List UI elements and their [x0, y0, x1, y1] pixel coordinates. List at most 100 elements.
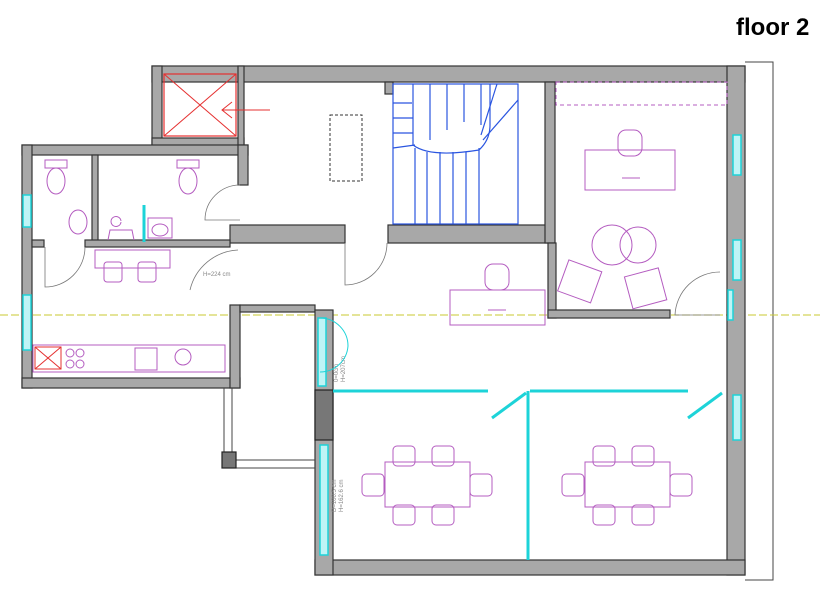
- door-swing-hall: [189, 249, 239, 291]
- window-left-lower: [22, 294, 32, 351]
- dishwasher: [134, 347, 158, 371]
- window-top-office: [727, 289, 734, 321]
- wall-wing-right-upper: [237, 144, 249, 186]
- glass-door-right: [687, 391, 723, 420]
- toilet-bowl-2: [178, 167, 198, 195]
- washbasin: [107, 216, 135, 241]
- round-table-2: [619, 226, 657, 264]
- window-left-upper: [22, 194, 32, 228]
- staircase: [392, 83, 519, 225]
- armchair-2: [623, 267, 668, 310]
- stove-burner: [65, 348, 75, 358]
- glass-door-left: [491, 391, 527, 420]
- wall-link: [239, 304, 316, 313]
- round-table-1: [591, 224, 633, 266]
- office-shelf: [555, 81, 728, 106]
- balcony-rail-inner: [231, 388, 315, 461]
- chair: [392, 504, 416, 526]
- elevator-arrowhead-icon: [221, 101, 233, 119]
- chair: [669, 473, 693, 497]
- chair: [361, 473, 385, 497]
- hall-furniture: [94, 249, 171, 283]
- office-chair: [617, 129, 643, 157]
- door-swing-corridor: [344, 242, 388, 286]
- meeting-table-right: [561, 445, 693, 526]
- wall-office-left: [547, 242, 557, 319]
- office-desk: [584, 149, 676, 191]
- wall-bath-bottom-left: [31, 239, 45, 248]
- window-sill-label-bottom: D=100.5 cm: [332, 479, 338, 512]
- sink-1: [68, 209, 88, 235]
- chair: [592, 445, 616, 467]
- chair: [431, 445, 455, 467]
- wall-wing-bottom: [21, 377, 241, 389]
- chair: [469, 473, 493, 497]
- kitchen-counter: [32, 344, 226, 373]
- window-height-label-bottom: H=162.6 cm: [339, 479, 345, 512]
- bathroom-fixtures: [44, 159, 200, 241]
- window-right-3: [732, 394, 742, 441]
- structural-block: [314, 389, 334, 441]
- sink-unit-cross: [34, 346, 62, 370]
- floor-opening: [329, 114, 363, 182]
- chair: [631, 504, 655, 526]
- meeting-table-left: [361, 445, 493, 526]
- door-height-label: H=224 cm: [203, 272, 231, 278]
- wall-bottom: [314, 559, 746, 576]
- wall-elevator-left: [151, 65, 163, 147]
- wall-stair-right: [544, 81, 556, 244]
- elevator-cross-2: [163, 73, 237, 137]
- door-swing-office: [674, 271, 721, 316]
- elevator-shaft: [163, 73, 270, 137]
- conference-table: [384, 461, 471, 508]
- window-middle-lower: [319, 444, 329, 556]
- dimension-labels: H=224 cm 0=0cm H=207cm D=100.5 cm H=162.…: [203, 272, 347, 512]
- window-right-2: [732, 239, 742, 281]
- stove-burner: [75, 348, 85, 358]
- window-middle-upper: [317, 317, 327, 387]
- kitchen: [32, 344, 226, 373]
- hall-bench: [94, 249, 171, 269]
- reception-desk: [449, 263, 546, 326]
- property-boundary: [745, 61, 774, 581]
- window-height-label-top: H=207cm: [341, 356, 347, 382]
- elevator-box: [163, 73, 237, 137]
- wall-wing-right-lower: [229, 304, 241, 389]
- washing-machine: [174, 348, 192, 366]
- wall-office-bottom: [547, 309, 671, 319]
- wall-wing-top: [21, 144, 249, 156]
- doors: [44, 184, 721, 373]
- walls: [21, 65, 746, 576]
- chair: [631, 445, 655, 467]
- wall-bath-divider: [91, 154, 99, 244]
- toilet-tank-2: [176, 159, 200, 169]
- stair-outline: [392, 83, 519, 225]
- wall-bath-bottom: [84, 239, 231, 248]
- hall-chair-1: [103, 261, 123, 283]
- window-sill-label-top: 0=0cm: [334, 364, 340, 382]
- windows: [22, 134, 742, 556]
- sink-unit: [34, 346, 62, 370]
- stair-step: [480, 83, 498, 136]
- stove-burner: [75, 359, 85, 369]
- door-swing-bath: [204, 184, 241, 221]
- balcony-rail: [223, 388, 315, 469]
- door-swing-kitchen: [44, 246, 86, 288]
- chair: [592, 504, 616, 526]
- stair-step: [482, 99, 519, 141]
- hall-chair-2: [137, 261, 157, 283]
- stove-burner: [65, 359, 75, 369]
- conference-table: [584, 461, 671, 508]
- desk-chair: [484, 263, 510, 291]
- window-right-1: [732, 134, 742, 176]
- sink-2: [147, 217, 173, 239]
- stair-landing: [412, 84, 491, 154]
- stair-step: [392, 144, 416, 149]
- wall-wing-left: [21, 144, 33, 389]
- wall-stair-left: [384, 81, 394, 95]
- balcony: [221, 388, 315, 469]
- toilet-bowl-1: [46, 167, 66, 195]
- desk: [449, 289, 546, 326]
- toilet-tank-1: [44, 159, 68, 169]
